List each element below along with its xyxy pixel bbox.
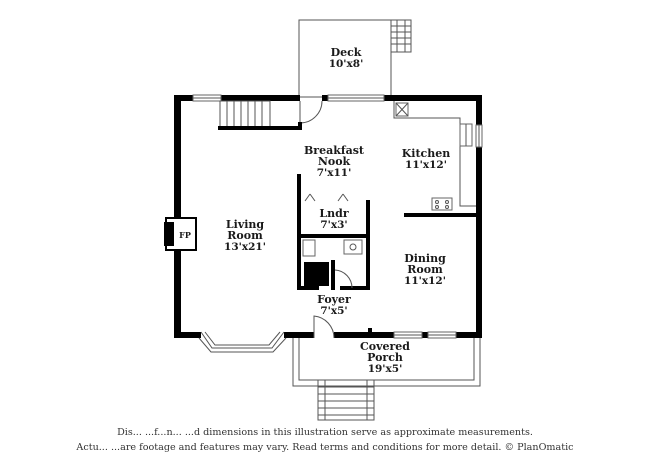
kitchen-dims: 11'x12': [405, 159, 447, 171]
kitchen-counter: [393, 101, 476, 217]
foyer-dims: 7'x5': [320, 305, 347, 317]
covered-porch: [292, 338, 481, 387]
living-dims: 13'x21': [224, 241, 266, 253]
living-name-2: Room: [227, 229, 263, 242]
toilet: [302, 239, 316, 257]
dining-name-1: Dining: [404, 252, 446, 265]
bay-window: [198, 331, 287, 353]
dining-dims: 11'x12': [404, 275, 446, 287]
windows: [192, 94, 483, 339]
deck-name: Deck: [331, 46, 362, 59]
foyer-name: Foyer: [317, 293, 351, 306]
interior-walls: [297, 174, 372, 339]
porch-name-1: Covered: [360, 340, 410, 353]
fireplace-label: FP: [179, 230, 191, 240]
kitchen-name: Kitchen: [402, 147, 451, 160]
dining-name-2: Room: [407, 263, 443, 276]
range: [431, 197, 453, 211]
breakfast-name-2: Nook: [318, 155, 351, 168]
deck-door-swing: [299, 100, 323, 124]
disclaimer-line-1: Dis... ...f...n... ...d dimensions in th…: [117, 427, 533, 438]
room-labels: Deck 10'x8' Breakfast Nook 7'x11' Kitche…: [224, 46, 450, 375]
porch-dims: 19'x5': [368, 363, 403, 375]
laundry-name: Lndr: [319, 207, 348, 220]
breakfast-dims: 7'x11': [317, 167, 352, 179]
porch-stairs: [317, 379, 375, 421]
deck-dims: 10'x8': [329, 58, 364, 70]
fireplace: FP: [164, 217, 197, 251]
bath-sink: [343, 239, 363, 255]
disclaimer-line-2: Actu... ...are footage and features may …: [76, 442, 574, 453]
deck-stairs: [390, 19, 412, 53]
laundry-dims: 7'x3': [320, 219, 347, 231]
porch-name-2: Porch: [367, 351, 403, 364]
entry-door-swing: [313, 315, 335, 339]
breakfast-name-1: Breakfast: [304, 144, 365, 157]
living-name-1: Living: [226, 218, 264, 231]
closet: [304, 262, 329, 286]
interior-stairs: [218, 100, 302, 130]
